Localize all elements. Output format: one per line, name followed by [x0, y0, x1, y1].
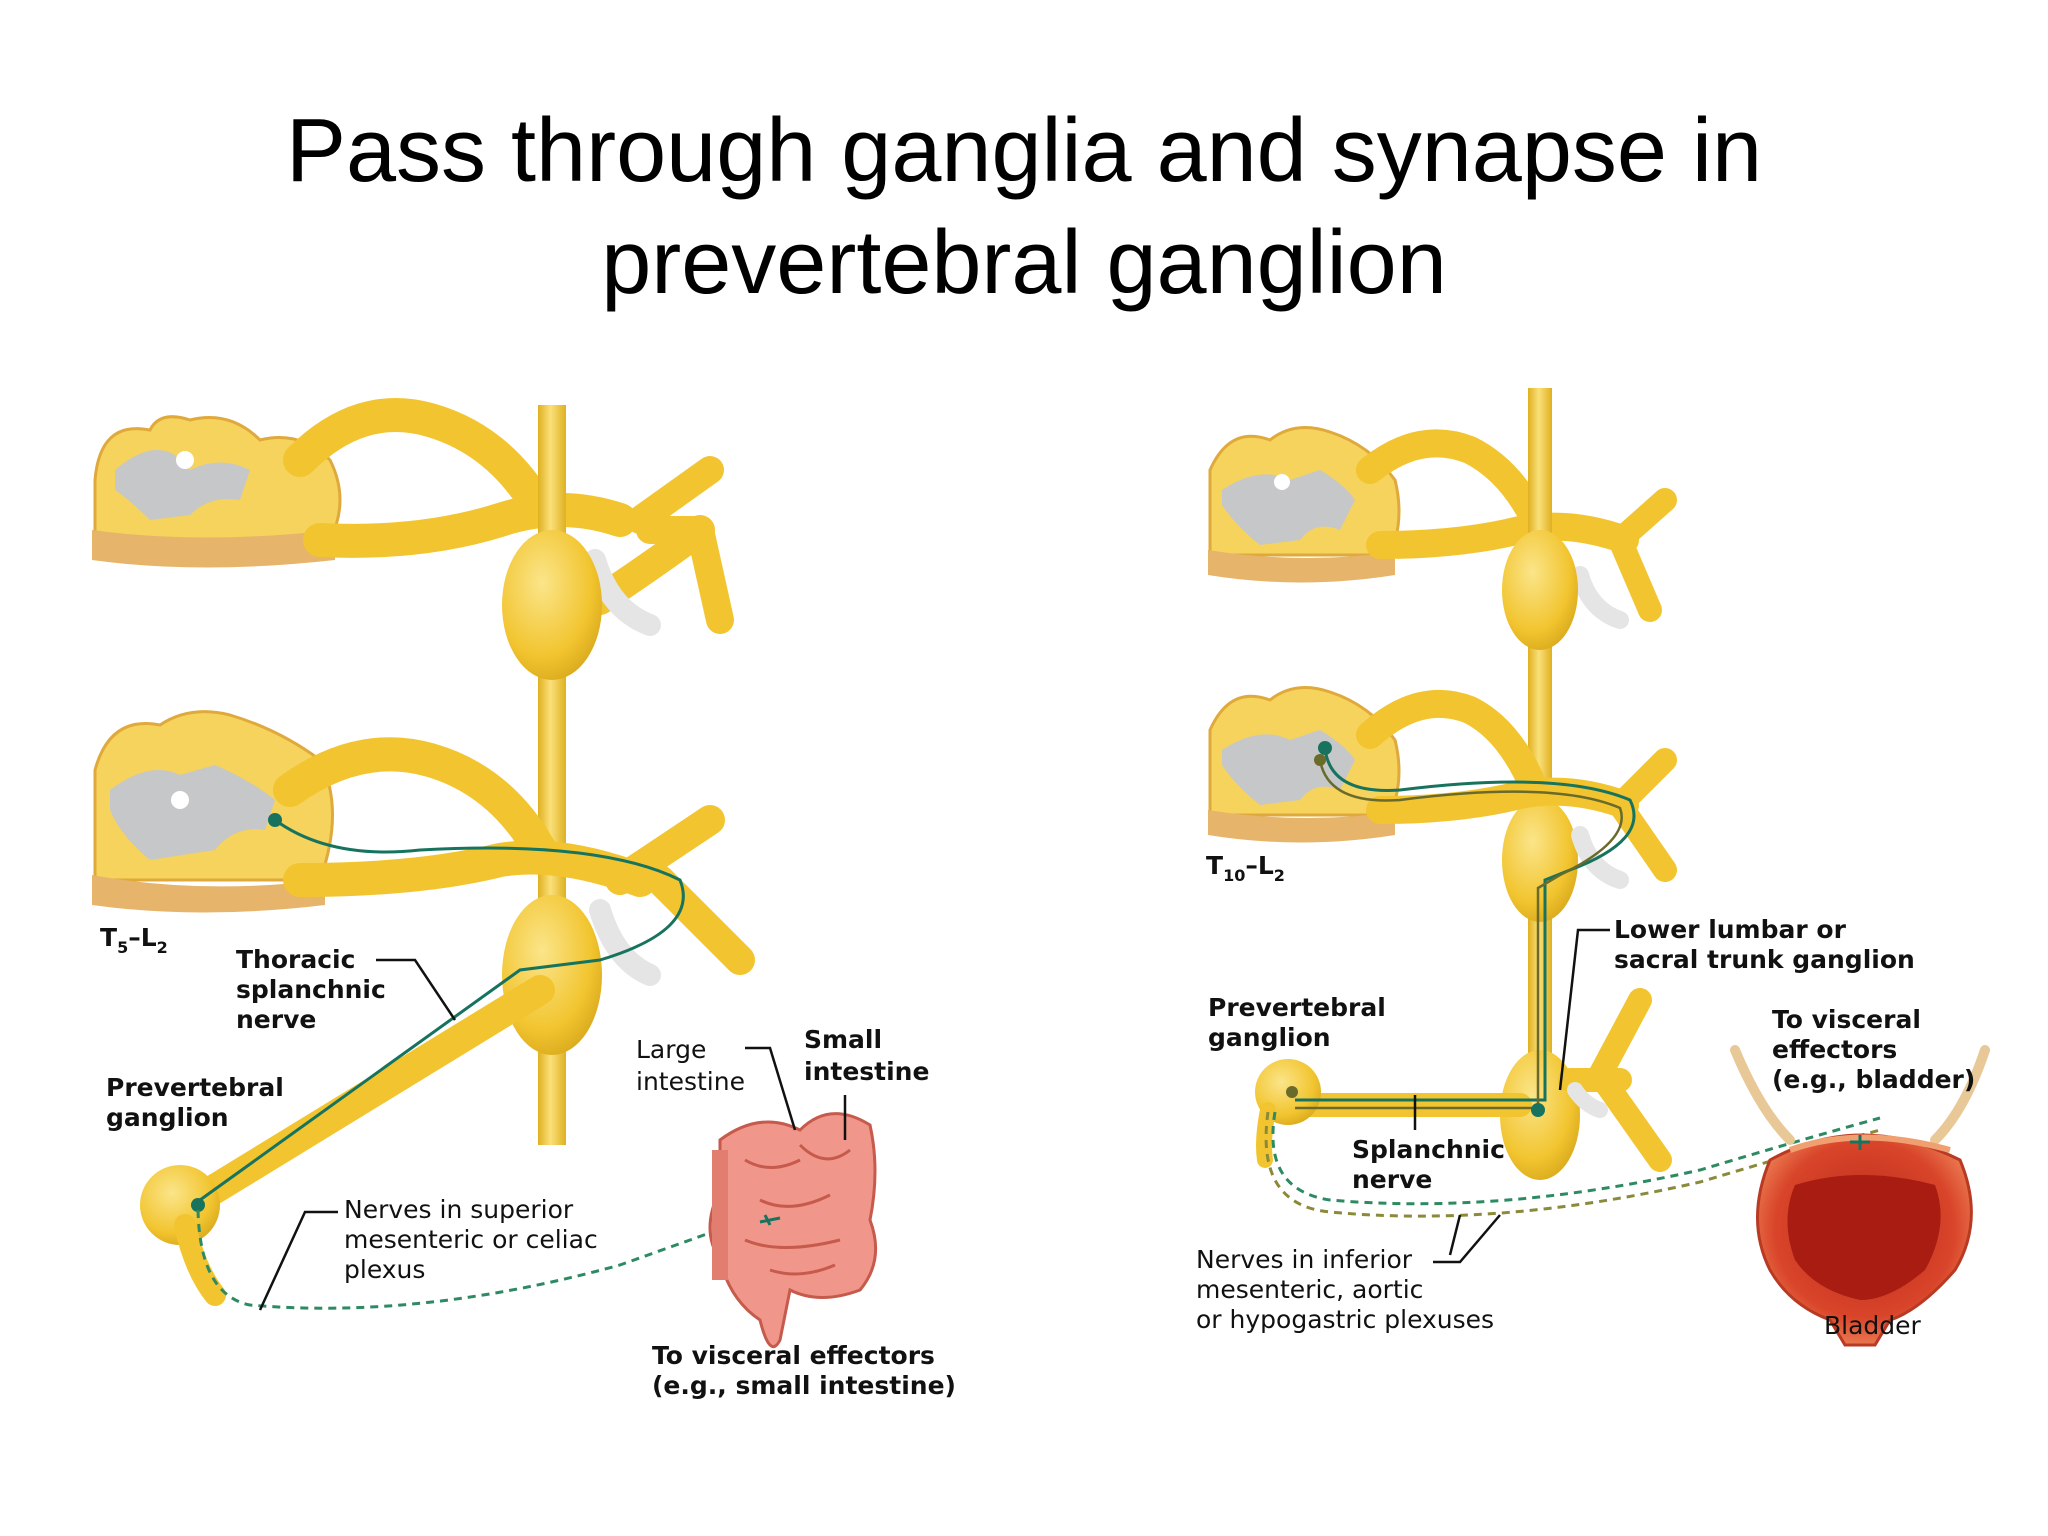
right-segment-label: T10–L2	[1206, 851, 1285, 885]
slide-title: Pass through ganglia and synapse in prev…	[0, 95, 2048, 319]
right-plexus-label-1: Nerves in inferior	[1196, 1245, 1413, 1274]
left-leader-lines	[258, 958, 847, 1311]
title-line-1: Pass through ganglia and synapse in	[285, 101, 1763, 201]
right-leader-lines	[1413, 928, 1610, 1264]
right-spinal-cord-upper	[1208, 426, 1401, 583]
right-postganglionic-fiber-1	[1271, 1111, 1881, 1206]
thoracic-splanchnic-label-2: splanchnic	[236, 975, 386, 1004]
right-postganglionic-fiber-2	[1264, 1111, 1881, 1218]
left-chain-ganglion-upper	[502, 530, 602, 680]
left-postganglionic-fiber	[196, 1209, 761, 1310]
title-line-2: prevertebral ganglion	[601, 213, 1447, 313]
left-panel: T5–L2 Thoracic splanchnic nerve Preverte…	[92, 398, 956, 1400]
thoracic-splanchnic-label-3: nerve	[236, 1005, 316, 1034]
large-intestine-label-1: Large	[636, 1035, 706, 1064]
left-gray-ramus-lower	[589, 899, 661, 986]
lower-lumbar-label-1: Lower lumbar or	[1614, 915, 1847, 944]
left-effectors-label-1: To visceral effectors	[652, 1341, 935, 1370]
thoracic-splanchnic-label-1: Thoracic	[236, 945, 355, 974]
left-plexus-label-2: mesenteric or celiac	[344, 1225, 598, 1254]
left-spinal-cord-lower	[92, 710, 334, 913]
right-effectors-label-3: (e.g., bladder)	[1772, 1065, 1975, 1094]
left-splanchnic-nerve	[190, 975, 555, 1210]
splanchnic-label-1: Splanchnic	[1352, 1135, 1505, 1164]
bladder-label: Bladder	[1824, 1311, 1922, 1340]
left-prevertebral-label-2: ganglion	[106, 1103, 229, 1132]
left-effectors-label-2: (e.g., small intestine)	[652, 1371, 956, 1400]
large-intestine-label-2: intestine	[636, 1067, 745, 1096]
left-synapse-point	[191, 1198, 205, 1212]
right-prevertebral-label-2: ganglion	[1208, 1023, 1331, 1052]
right-plexus-label-2: mesenteric, aortic	[1196, 1275, 1423, 1304]
splanchnic-label-2: nerve	[1352, 1165, 1432, 1194]
right-preganglionic-fiber-2	[1295, 759, 1623, 1110]
right-preganglionic-cell-body-1	[1318, 741, 1332, 755]
right-chain-ganglion-2	[1502, 798, 1578, 922]
right-effectors-label-2: effectors	[1772, 1035, 1897, 1064]
lower-lumbar-label-2: sacral trunk ganglion	[1614, 945, 1915, 974]
right-effectors-label-1: To visceral	[1772, 1005, 1921, 1034]
right-preganglionic-fiber	[1295, 747, 1636, 1102]
right-chain-ganglion-1	[1502, 530, 1578, 650]
left-spinal-cord-upper	[92, 415, 342, 568]
left-segment-label: T5–L2	[100, 923, 168, 957]
right-prevertebral-label-1: Prevertebral	[1208, 993, 1386, 1022]
bladder-illustration	[1730, 1045, 1990, 1347]
right-chain-synapse	[1531, 1103, 1545, 1117]
right-plexus-label-3: or hypogastric plexuses	[1196, 1305, 1494, 1334]
left-preganglionic-cell-body	[268, 813, 282, 827]
right-gray-ramus-upper	[1571, 566, 1629, 629]
left-prevertebral-label-1: Prevertebral	[106, 1073, 284, 1102]
left-preganglionic-fiber	[199, 818, 685, 1202]
right-nerve-lower	[1356, 689, 1677, 1172]
right-panel: T10–L2 Lower lumbar or sacral trunk gang…	[1196, 388, 1990, 1347]
right-gray-ramus-3	[1567, 1082, 1608, 1118]
right-preganglionic-cell-body-2	[1314, 754, 1326, 766]
left-chain-ganglion-lower	[502, 895, 602, 1055]
left-nerve-lower	[273, 737, 755, 975]
small-intestine-label-2: intestine	[804, 1057, 929, 1086]
left-plexus-label-1: Nerves in superior	[344, 1195, 574, 1224]
right-nerve-upper	[1356, 429, 1677, 622]
small-intestine-label-1: Small	[804, 1025, 882, 1054]
left-postganglionic-trunk	[174, 1214, 226, 1306]
right-prevertebral-synapse	[1286, 1086, 1298, 1098]
right-gray-ramus-lower	[1571, 826, 1629, 889]
left-gray-ramus-upper	[584, 549, 661, 636]
left-plexus-label-3: plexus	[344, 1255, 425, 1284]
intestine-illustration	[708, 1112, 878, 1349]
